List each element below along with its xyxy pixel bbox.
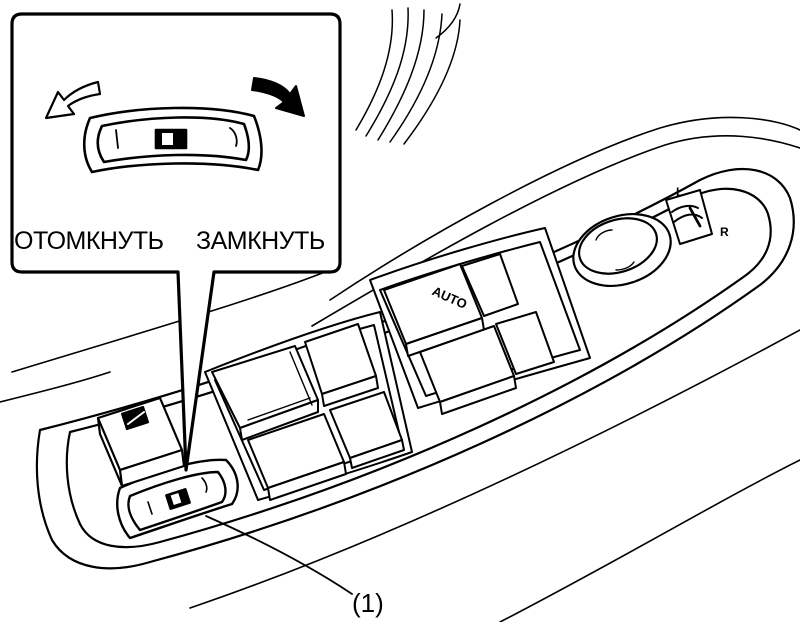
inset-switch-enlarged [82,106,263,174]
callout-leader-line [205,515,353,595]
window-lock-switch [116,458,239,540]
callout-number-label: (1) [352,588,384,618]
unlock-label: ОТОМКНУТЬ [14,227,164,255]
front-window-switches [383,253,555,415]
mirror-selector-switch [665,189,713,245]
door-lock-button [96,396,186,488]
mirror-right-label: R [720,225,729,239]
curved-arrow-right-icon [251,77,305,117]
door-handle-arcs [355,3,461,145]
curved-arrow-left-icon [44,80,102,120]
lock-label: ЗАМКНУТЬ [196,227,325,255]
rear-window-switches [211,323,405,501]
mirror-left-label: L [676,185,683,199]
mirror-control-knob [572,213,672,287]
